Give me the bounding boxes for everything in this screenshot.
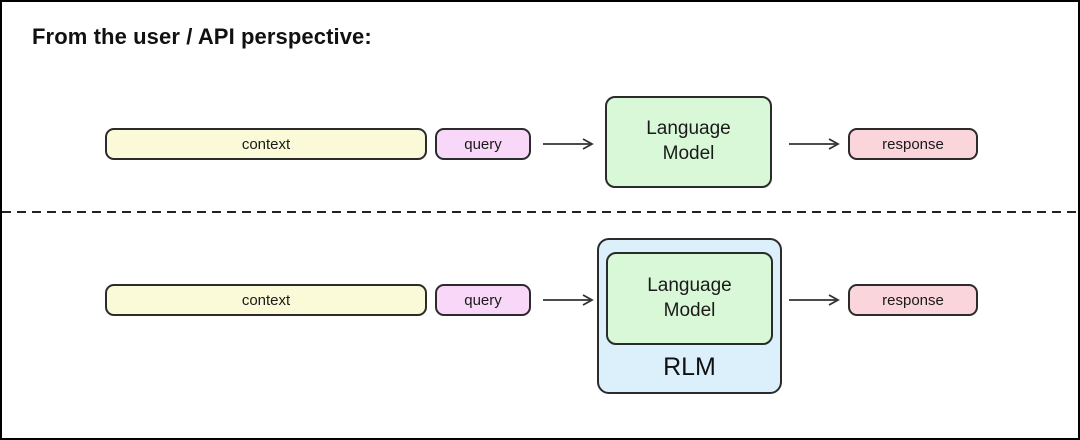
rlm-label: RLM <box>663 353 716 381</box>
dashed-divider <box>2 211 1078 213</box>
arrow-right-icon <box>543 294 594 306</box>
rlm-wrapper-box: Language Model RLM <box>597 238 782 394</box>
context-box: context <box>105 128 427 160</box>
language-model-box: Language Model <box>605 96 772 188</box>
query-box: query <box>435 284 531 316</box>
response-box: response <box>848 284 978 316</box>
arrow-right-icon <box>789 294 840 306</box>
context-box: context <box>105 284 427 316</box>
arrow-right-icon <box>789 138 840 150</box>
language-model-box: Language Model <box>606 252 773 345</box>
diagram-title: From the user / API perspective: <box>32 24 372 49</box>
response-box: response <box>848 128 978 160</box>
arrow-right-icon <box>543 138 594 150</box>
query-box: query <box>435 128 531 160</box>
